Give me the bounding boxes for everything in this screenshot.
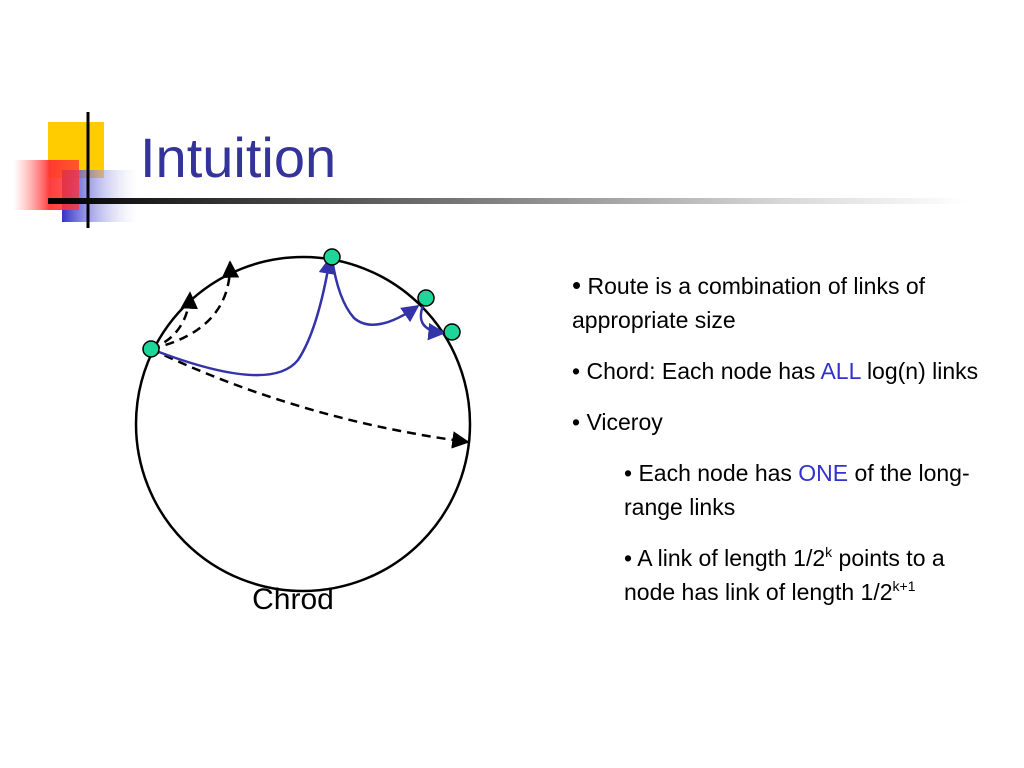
bullet-glyph: • xyxy=(572,270,582,300)
bullet-text: of the long-range links xyxy=(624,460,970,520)
bullet-list: • Route is a combination of links of app… xyxy=(572,268,1002,626)
ring-node-right xyxy=(417,289,435,307)
bullet-chord: • Chord: Each node has ALL log(n) links xyxy=(572,354,1002,388)
superscript-k-plus-1: k+1 xyxy=(892,578,916,594)
chord-ring xyxy=(134,255,472,593)
bullet-text: points to a node has link of length 1/2 xyxy=(624,545,945,605)
chord-ring-diagram xyxy=(134,248,472,593)
highlight-all: ALL xyxy=(820,358,861,384)
title-rule xyxy=(48,198,968,204)
bullet-glyph: • xyxy=(624,545,633,571)
bullet-link-length: • A link of length 1/2k points to a node… xyxy=(624,541,1002,609)
bullet-glyph: • xyxy=(572,409,581,435)
bullet-one-link: • Each node has ONE of the long-range li… xyxy=(624,456,1002,524)
bullet-glyph: • xyxy=(572,358,581,384)
bullet-glyph: • xyxy=(624,460,633,486)
chord-link-long xyxy=(150,347,470,449)
logo xyxy=(13,112,160,228)
ring-node-target xyxy=(443,323,461,341)
bullet-text: log(n) links xyxy=(866,358,979,384)
bullet-text: Viceroy xyxy=(586,409,663,435)
slide-title: Intuition xyxy=(140,126,337,189)
route-hop-2 xyxy=(330,257,420,326)
bullet-route: • Route is a combination of links of app… xyxy=(572,268,1002,337)
bullet-viceroy: • Viceroy xyxy=(572,405,1002,439)
bullet-text: Chord: Each node has xyxy=(586,358,816,384)
bullet-text: Each node has xyxy=(638,460,792,486)
superscript-k: k xyxy=(825,544,833,560)
route-hop-1 xyxy=(150,256,337,377)
highlight-one: ONE xyxy=(798,460,849,486)
diagram-caption: Chrod xyxy=(252,583,334,616)
ring-node-source xyxy=(142,340,160,358)
chord-link-medium xyxy=(150,260,240,351)
ring-node-top xyxy=(323,248,341,266)
bullet-text: A link of length 1/2 xyxy=(637,545,826,571)
bullet-text: Route is a combination of links of appro… xyxy=(572,273,926,333)
